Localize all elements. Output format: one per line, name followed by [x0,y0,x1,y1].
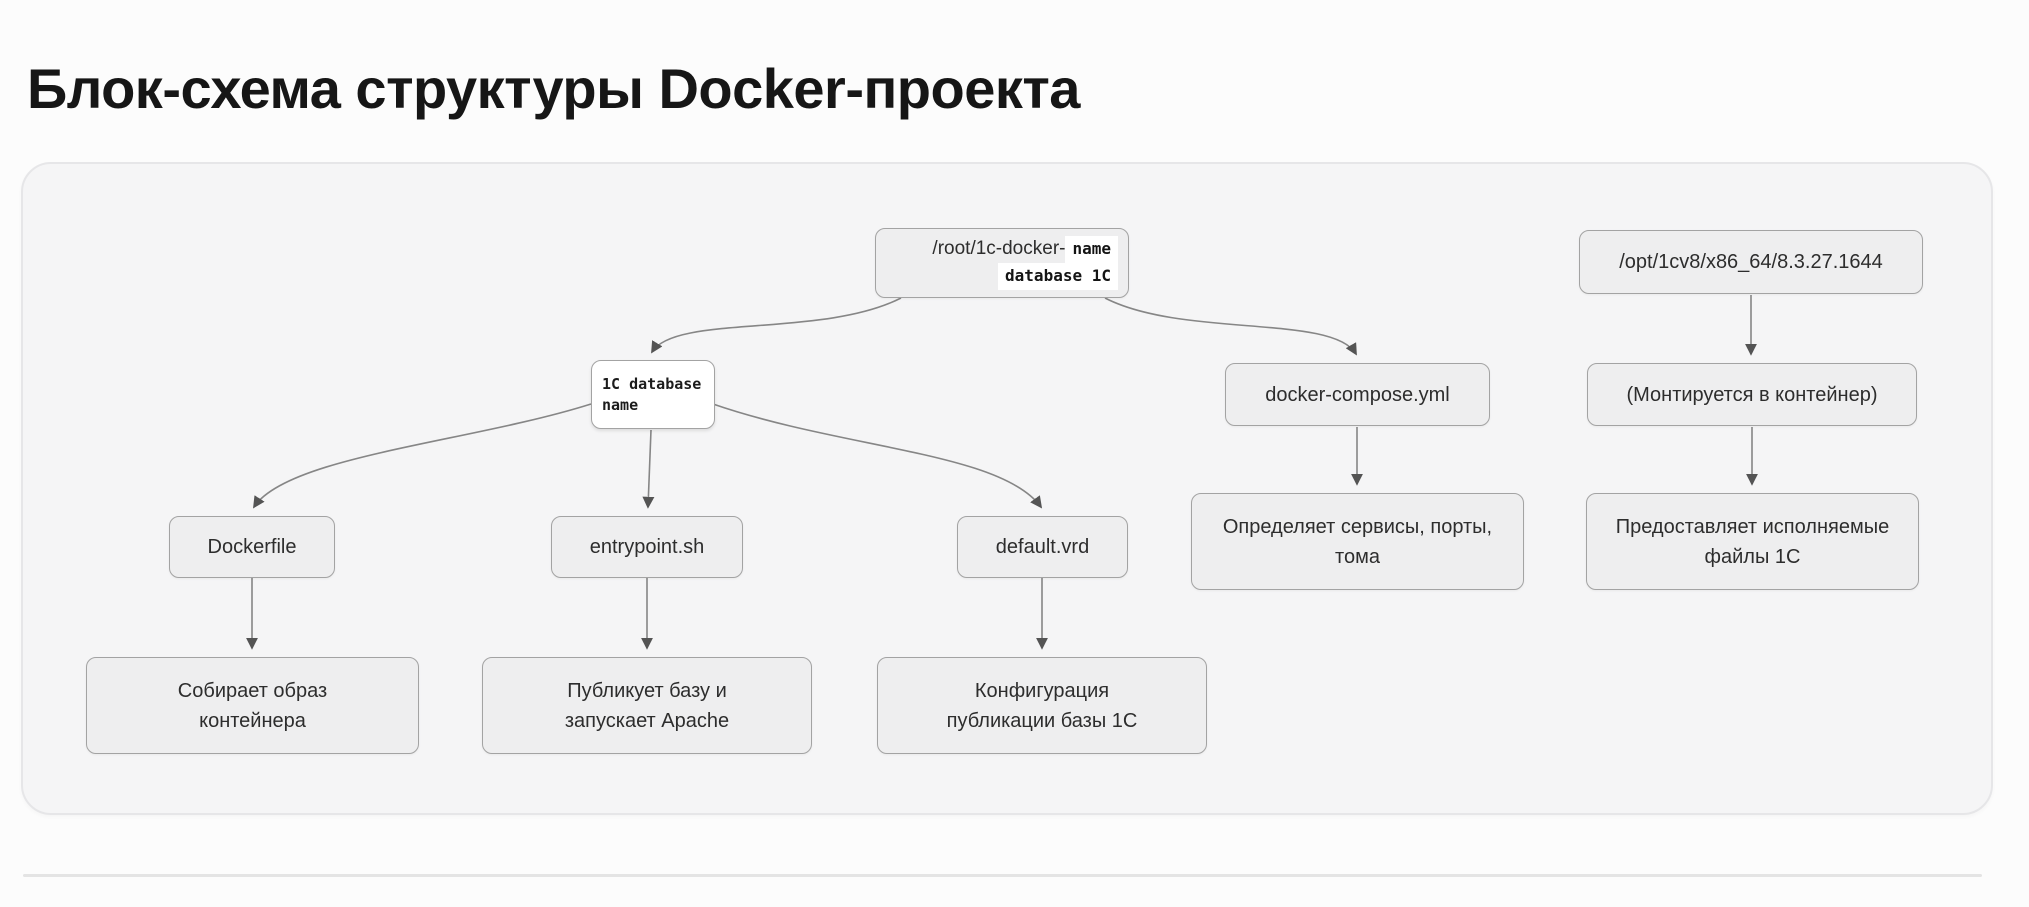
root-dir-code-name: name [1065,236,1118,263]
edge-dbname-to-defaultvrd [712,403,1043,509]
node-mounted: (Монтируется в контейнер) [1587,363,1917,426]
node-dockerfile: Dockerfile [169,516,335,578]
node-default-vrd-desc-label: Конфигурация публикации базы 1С [946,679,1138,732]
edge-rootdir-to-dbname [651,297,902,354]
node-docker-compose: docker-compose.yml [1225,363,1490,426]
node-compose-desc: Определяет сервисы, порты, тома [1191,493,1524,590]
node-entrypoint: entrypoint.sh [551,516,743,578]
node-db-name-label: 1C database name [602,374,702,414]
node-docker-compose-label: docker-compose.yml [1265,383,1450,406]
bottom-divider [23,874,1982,877]
root-dir-prefix: /root/1c-docker- [932,238,1066,259]
node-root-dir: /root/1c-docker-name database 1C [875,228,1129,298]
edge-rootdir-to-compose [1104,297,1357,356]
node-opt-dir: /opt/1cv8/x86_64/8.3.27.1644 [1579,230,1923,294]
edge-dbname-to-entrypoint [642,429,655,509]
page-title: Блок-схема структуры Docker-проекта [27,57,1080,120]
node-default-vrd-label: default.vrd [995,536,1090,558]
node-root-dir-line1: /root/1c-docker-name [932,236,1118,263]
node-default-vrd: default.vrd [957,516,1128,578]
node-db-name: 1C database name [591,360,715,429]
root-dir-code-database: database 1C [998,263,1118,290]
node-dockerfile-desc: Собирает образ контейнера [86,657,419,754]
node-dockerfile-desc-label: Собирает образ контейнера [177,679,328,732]
node-opt-desc-label: Предоставляет исполняемые файлы 1С [1615,515,1890,568]
node-dockerfile-label: Dockerfile [207,536,297,558]
node-opt-dir-label: /opt/1cv8/x86_64/8.3.27.1644 [1619,251,1883,273]
node-default-vrd-desc: Конфигурация публикации базы 1С [877,657,1207,754]
flowchart-canvas: /root/1c-docker-name database 1C /opt/1c… [21,162,1993,815]
node-mounted-label: (Монтируется в контейнер) [1626,383,1878,406]
node-compose-desc-label: Определяет сервисы, порты, тома [1222,515,1493,568]
node-root-dir-line2: database 1C [998,263,1118,290]
node-entrypoint-label: entrypoint.sh [589,536,705,558]
node-entrypoint-desc: Публикует базу и запускает Apache [482,657,812,754]
node-entrypoint-desc-label: Публикует базу и запускает Apache [564,679,730,732]
edge-dbname-to-dockerfile [253,403,592,509]
node-opt-desc: Предоставляет исполняемые файлы 1С [1586,493,1919,590]
